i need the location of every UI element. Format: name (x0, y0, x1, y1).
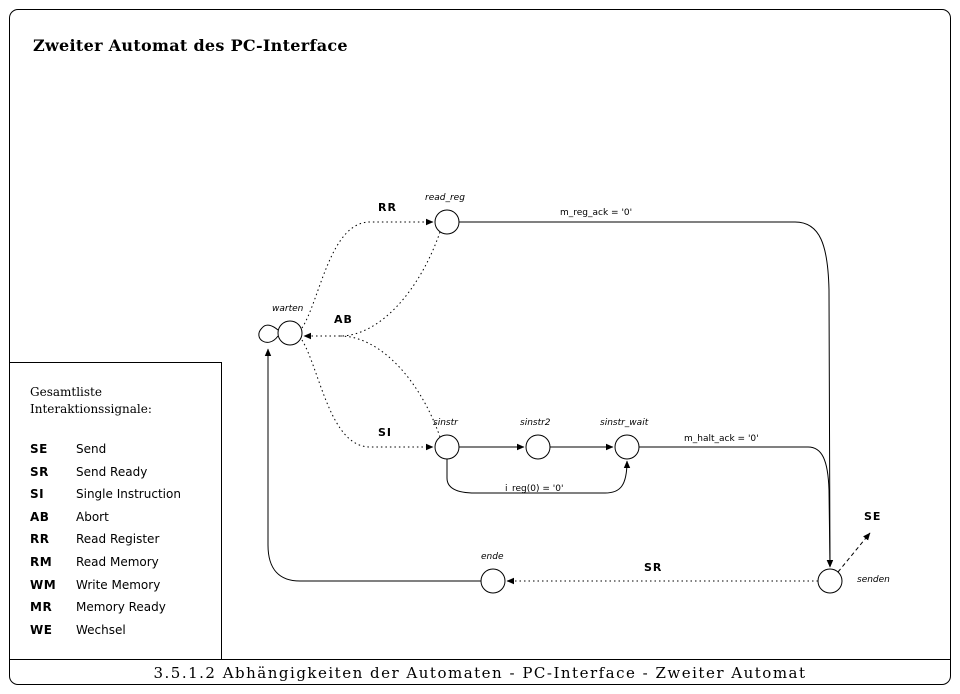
edge-label-ab: AB (334, 313, 353, 326)
legend-item: WM Write Memory (30, 576, 181, 599)
edge-ab-upper (339, 231, 441, 337)
state-ende (480, 568, 506, 594)
edge-rr (301, 218, 434, 329)
edge-label-si: SI (378, 426, 392, 439)
legend-code: RM (30, 554, 53, 569)
condition-m-reg-ack: m_reg_ack = '0' (560, 208, 632, 218)
legend-label: Read Memory (76, 554, 159, 569)
legend-item: AB Abort (30, 508, 181, 531)
legend-code: SI (30, 487, 45, 502)
legend-label: Memory Ready (76, 600, 166, 615)
footer-caption: 3.5.1.2 Abhängigkeiten der Automaten - P… (153, 664, 807, 682)
state-label-read-reg: read_reg (425, 193, 465, 203)
legend-item: RM Read Memory (30, 553, 181, 576)
legend-code: MR (30, 600, 53, 615)
legend-heading-line1: Gesamtliste (30, 385, 102, 399)
legend-code: SR (30, 464, 49, 479)
legend-item: SE Send (30, 440, 181, 463)
edge-label-rr: RR (378, 201, 397, 214)
legend-label: Write Memory (76, 577, 161, 592)
state-sinstr-wait (614, 434, 640, 460)
legend-code: AB (30, 509, 50, 524)
legend-label: Single Instruction (76, 487, 181, 502)
legend-list: SE Send SR Send Ready SI Single Instruction… (30, 440, 181, 643)
edge-i-reg (446, 459, 631, 494)
edge-ab-lower (339, 335, 441, 438)
footer-divider (10, 659, 950, 660)
state-label-sinstr2: sinstr2 (520, 418, 551, 428)
diagram-frame (9, 9, 951, 685)
state-senden (817, 568, 843, 594)
legend-label: Wechsel (76, 622, 126, 637)
state-sinstr2 (525, 434, 551, 460)
legend-code: WE (30, 622, 53, 637)
legend-item: SR Send Ready (30, 463, 181, 486)
legend-label: Read Register (76, 532, 160, 547)
edge-si (301, 339, 434, 451)
page-title: Zweiter Automat des PC-Interface (33, 36, 348, 55)
legend-code: WM (30, 577, 57, 592)
legend-heading: Gesamtliste Interaktionssignale: (30, 384, 152, 418)
legend-label: Send Ready (76, 464, 148, 479)
state-read-reg (434, 209, 460, 235)
state-label-warten: warten (272, 304, 304, 314)
edge-m-halt-ack (639, 446, 834, 568)
state-label-senden: senden (857, 575, 890, 585)
legend-code: RR (30, 532, 50, 547)
legend-label: Abort (76, 509, 109, 524)
legend-item: RR Read Register (30, 530, 181, 553)
state-label-sinstr: sinstr (433, 418, 459, 428)
legend-item: SI Single Instruction (30, 485, 181, 508)
legend-label: Send (76, 442, 107, 456)
legend-code: SE (30, 442, 48, 456)
legend-heading-line2: Interaktionssignale: (30, 402, 152, 416)
edge-se (837, 532, 871, 573)
legend-item: MR Memory Ready (30, 598, 181, 621)
state-warten (258, 320, 303, 346)
edge-m-reg-ack (459, 221, 834, 568)
edge-ende-warten (264, 348, 481, 582)
legend-item: WE Wechsel (30, 621, 181, 644)
condition-i-reg: i_reg(0) = '0' (505, 484, 563, 494)
legend-box (10, 362, 222, 659)
edge-label-se: SE (864, 510, 881, 523)
state-label-sinstr-wait: sinstr_wait (600, 418, 649, 428)
state-label-ende: ende (481, 552, 504, 562)
condition-m-halt-ack: m_halt_ack = '0' (684, 434, 759, 444)
edge-label-sr: SR (644, 561, 662, 574)
state-sinstr (434, 434, 460, 460)
